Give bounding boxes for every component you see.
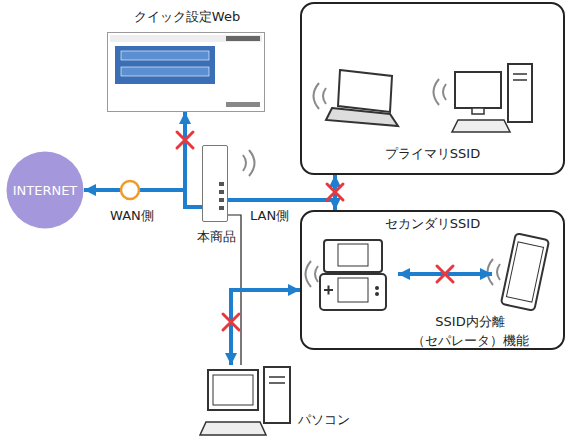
tower-slot bbox=[513, 79, 527, 81]
screen-button bbox=[226, 36, 260, 41]
group-title: プライマリSSID bbox=[302, 145, 563, 163]
desktop-keyboard bbox=[452, 120, 510, 132]
router-box: 本商品 bbox=[202, 145, 228, 222]
node-label: 本商品 bbox=[181, 228, 251, 246]
screen-button bbox=[226, 102, 260, 107]
screen-panel-button bbox=[121, 51, 209, 60]
block-x bbox=[223, 314, 239, 330]
screen-panel-button bbox=[121, 67, 209, 76]
ssid-group-box: プライマリSSID bbox=[300, 2, 565, 175]
wave-arc bbox=[434, 79, 440, 105]
tower-slot bbox=[513, 73, 527, 75]
laptop-screen bbox=[338, 70, 392, 112]
separator-arrow bbox=[398, 272, 492, 276]
pc-monitor bbox=[208, 370, 258, 410]
wave-arc bbox=[443, 84, 446, 100]
group-title: セカンダリSSID bbox=[302, 215, 563, 233]
laptop-base bbox=[326, 108, 398, 126]
text-label: LAN側 bbox=[250, 207, 289, 226]
ssid-group-box: セカンダリSSID bbox=[300, 210, 565, 350]
block-x bbox=[177, 132, 193, 148]
desktop-monitor bbox=[455, 72, 501, 108]
text-label: WAN側 bbox=[110, 207, 154, 226]
wave-arc bbox=[314, 83, 320, 109]
screen-bg bbox=[108, 33, 264, 111]
game-screen bbox=[338, 278, 368, 302]
wave-arc bbox=[315, 266, 318, 282]
game-button bbox=[375, 292, 379, 296]
wave-arc bbox=[497, 264, 500, 280]
tower-slot bbox=[269, 376, 285, 378]
pc-tower bbox=[264, 367, 290, 423]
wave-arc bbox=[249, 150, 255, 176]
internet-circle: INTERNET bbox=[6, 151, 84, 229]
node-text: INTERNET bbox=[6, 151, 84, 229]
web-screen-box: クイック設定Web bbox=[107, 32, 265, 112]
wave-arc bbox=[306, 261, 312, 287]
block-x bbox=[327, 184, 343, 200]
game-screen bbox=[338, 244, 368, 266]
screen-panel bbox=[115, 46, 215, 84]
connector-line bbox=[231, 290, 300, 365]
game-dpad bbox=[324, 286, 333, 295]
text-label: SSID内分離 （セパレータ）機能 bbox=[405, 313, 535, 351]
pc-keyboard bbox=[200, 422, 266, 435]
game-button bbox=[375, 286, 379, 290]
desktop-stand bbox=[472, 108, 484, 114]
wave-arc bbox=[323, 88, 326, 104]
pc-node: パソコン bbox=[200, 365, 292, 437]
tablet bbox=[501, 233, 549, 310]
node-heading: クイック設定Web bbox=[88, 8, 286, 26]
desktop-tower bbox=[508, 64, 532, 122]
circle-shape bbox=[7, 152, 84, 229]
wan-port-marker bbox=[121, 181, 139, 199]
screen-header bbox=[110, 35, 262, 42]
pc-screen bbox=[213, 375, 253, 405]
block-x bbox=[437, 266, 453, 282]
tablet-body bbox=[501, 233, 549, 310]
game-bottom bbox=[320, 274, 386, 310]
game-top bbox=[324, 240, 382, 272]
tower-slot bbox=[269, 382, 285, 384]
tablet-screen bbox=[506, 242, 543, 302]
wave-arc bbox=[243, 155, 246, 171]
connector-line bbox=[185, 112, 202, 207]
node-label: パソコン bbox=[298, 411, 350, 429]
